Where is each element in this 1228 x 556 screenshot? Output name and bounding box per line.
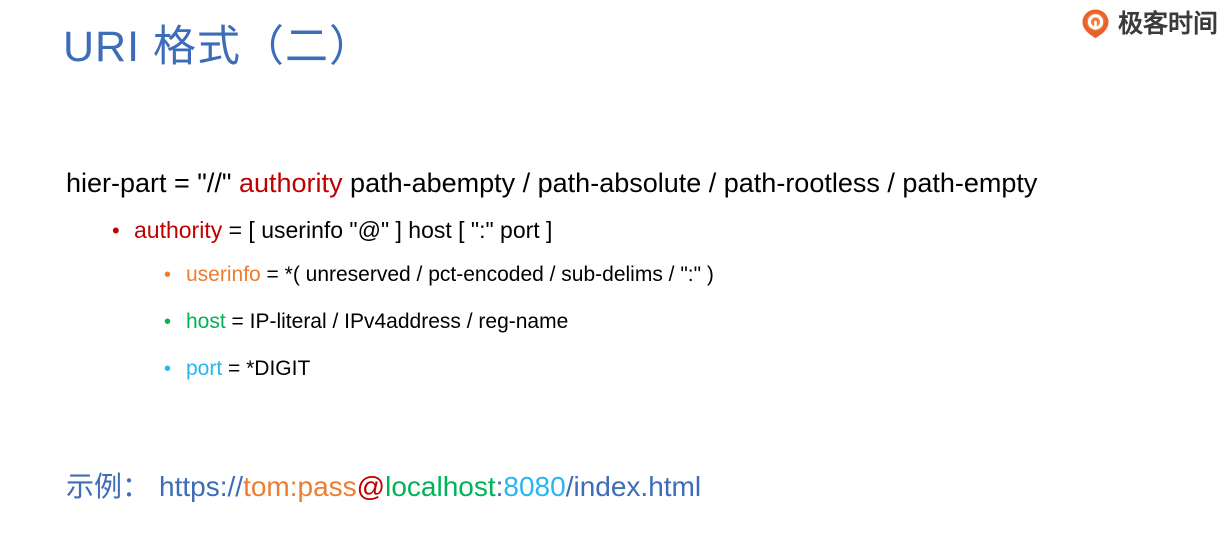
userinfo-term: userinfo xyxy=(186,263,261,286)
example-label: 示例： xyxy=(66,471,151,502)
rule-authority: • authority = [ userinfo "@" ] host [ ":"… xyxy=(112,219,1186,242)
brand-logo: 极客时间 xyxy=(1080,8,1218,39)
geektime-logo-icon xyxy=(1080,8,1111,39)
example-line: 示例： https://tom:pass@localhost:8080/index… xyxy=(66,471,702,503)
bullet-icon-userinfo: • xyxy=(164,264,171,286)
example-colon: : xyxy=(495,471,504,502)
authority-definition: = [ userinfo "@" ] host [ ":" port ] xyxy=(222,217,553,243)
port-term: port xyxy=(186,356,223,380)
example-path: /index.html xyxy=(565,471,702,502)
brand-name: 极客时间 xyxy=(1117,9,1218,38)
example-host: localhost xyxy=(385,471,496,502)
example-at-symbol: @ xyxy=(356,471,386,502)
userinfo-definition: = *( unreserved / pct-encoded / sub-deli… xyxy=(260,263,714,286)
hier-part-prefix: hier-part = "//" xyxy=(66,168,239,198)
hier-part-term-authority: authority xyxy=(238,168,343,198)
bullet-icon-port: • xyxy=(164,357,171,380)
host-definition: = IP-literal / IPv4address / reg-name xyxy=(225,309,569,333)
bullet-icon-authority: • xyxy=(112,218,120,243)
example-port: 8080 xyxy=(503,471,566,502)
rule-userinfo: • userinfo = *( unreserved / pct-encoded … xyxy=(164,264,1186,286)
rule-hier-part: hier-part = "//" authority path-abempty … xyxy=(66,170,1186,197)
host-term: host xyxy=(186,309,226,333)
authority-term: authority xyxy=(134,217,223,243)
example-userinfo: tom:pass xyxy=(243,471,357,502)
bullet-icon-host: • xyxy=(164,310,171,333)
port-definition: = *DIGIT xyxy=(222,356,311,380)
rule-port: • port = *DIGIT xyxy=(164,358,1186,380)
content-body: hier-part = "//" authority path-abempty … xyxy=(66,170,1186,404)
rule-host: • host = IP-literal / IPv4address / reg-n… xyxy=(164,311,1186,333)
example-scheme: https:// xyxy=(159,471,244,502)
hier-part-suffix: path-abempty / path-absolute / path-root… xyxy=(342,168,1038,198)
page-title: URI 格式（二） xyxy=(63,23,373,71)
